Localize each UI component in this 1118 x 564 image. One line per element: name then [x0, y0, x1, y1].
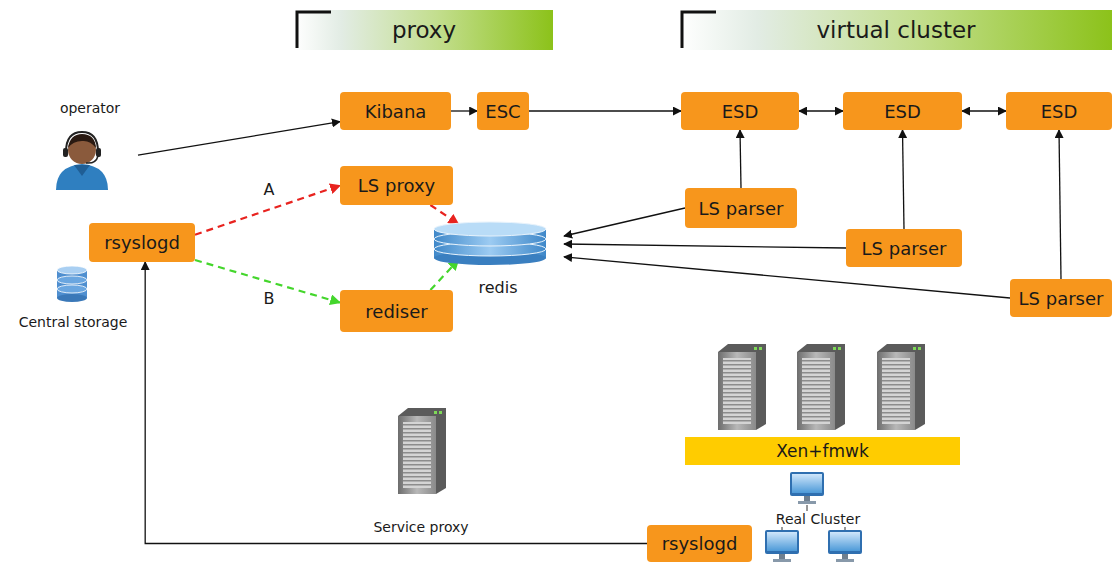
section-band: virtual cluster: [680, 10, 1112, 50]
connector: [740, 130, 741, 188]
process-box: rsyslogd: [647, 525, 752, 562]
edge-label: B: [262, 289, 277, 308]
node-text: ESD: [884, 101, 921, 122]
node-text: LS proxy: [358, 175, 435, 196]
platform-bar: Xen+fmwk: [685, 437, 960, 465]
connector: [962, 110, 1006, 111]
process-box: LS parser: [685, 188, 797, 228]
connector: [1059, 130, 1061, 279]
connector: [138, 122, 340, 156]
connector: [564, 208, 685, 236]
node-text: operator: [42, 100, 138, 116]
operator-figure: operator: [42, 100, 138, 192]
operator-icon: [42, 128, 122, 190]
process-box: Kibana: [340, 92, 451, 130]
connector: [451, 110, 477, 111]
connector: [799, 110, 843, 111]
process-box: ESD: [1006, 92, 1112, 130]
node-text: rediser: [365, 301, 427, 322]
node-text: LS parser: [699, 198, 784, 219]
process-box: LS proxy: [340, 166, 453, 205]
server-icon: [718, 344, 766, 430]
storage-icon: [57, 266, 87, 302]
node-text: virtual cluster: [816, 17, 975, 43]
computer-icon: [828, 530, 862, 562]
node-text: LS parser: [1019, 288, 1104, 309]
edge-label: A: [262, 180, 277, 199]
connector: [430, 260, 458, 290]
icon-label: Real Cluster: [776, 511, 860, 527]
process-box: ESC: [477, 92, 528, 130]
computer-icon: [765, 530, 799, 562]
node-text: proxy: [392, 17, 456, 43]
icon-label: Service proxy: [373, 519, 468, 535]
database: redis: [432, 220, 564, 300]
node-text: rsyslogd: [104, 232, 180, 253]
process-box: rediser: [340, 290, 453, 332]
process-box: ESD: [681, 92, 799, 130]
connector: [564, 244, 846, 248]
server-icon: [797, 344, 845, 430]
node-text: LS parser: [862, 238, 947, 259]
icon-label: Central storage: [19, 314, 128, 330]
process-box: LS parser: [1010, 279, 1112, 317]
connector: [529, 110, 681, 111]
process-box: ESD: [843, 92, 962, 130]
node-text: ESD: [1041, 101, 1078, 122]
node-text: rsyslogd: [662, 533, 738, 554]
node-text: ESD: [722, 101, 759, 122]
node-text: ESC: [485, 101, 520, 122]
connector: [145, 262, 647, 544]
node-text: Xen+fmwk: [776, 441, 869, 461]
section-band: proxy: [295, 10, 553, 50]
connector: [903, 130, 905, 229]
database-cylinder: [432, 220, 548, 266]
process-box: rsyslogd: [89, 223, 195, 262]
server-icon: [398, 408, 446, 494]
computer-icon: [790, 472, 824, 504]
server-icon: [877, 344, 925, 430]
node-text: Kibana: [365, 101, 427, 122]
connector: [430, 205, 458, 224]
process-box: LS parser: [846, 229, 962, 267]
